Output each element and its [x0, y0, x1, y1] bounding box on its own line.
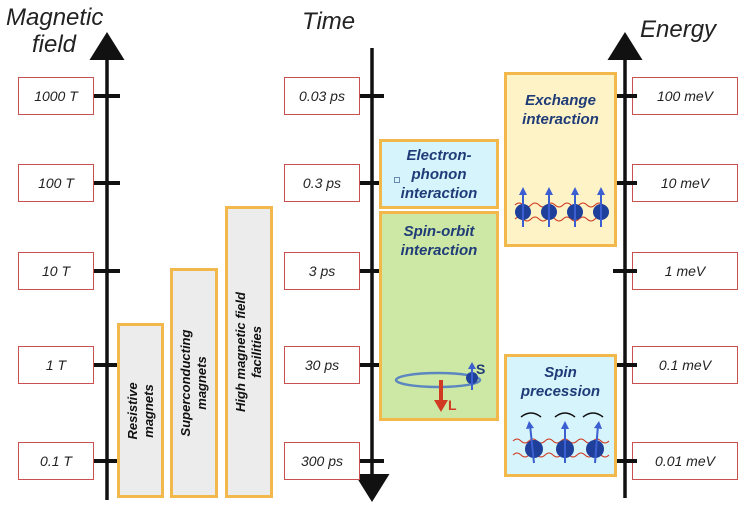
spin-precession-line1: Spin: [544, 364, 577, 381]
high-field-facilities-line1: High magnetic field: [233, 292, 248, 412]
energy-label: 100 meV: [632, 77, 738, 115]
superconducting-magnets-box: Superconducting magnets: [170, 268, 218, 498]
spin-orbit-box: Spin-orbit interaction S L: [379, 211, 499, 421]
precessing-spin-icon: [556, 421, 574, 463]
time-label: 0.03 ps: [284, 77, 360, 115]
resistive-magnets-line2: magnets: [140, 383, 156, 438]
field-label: 100 T: [18, 164, 94, 202]
small-square-icon: [394, 177, 400, 183]
field-label: 1 T: [18, 346, 94, 384]
energy-label: 0.1 meV: [632, 346, 738, 384]
time-tick: [360, 94, 384, 98]
energy-label: 10 meV: [632, 164, 738, 202]
spin-precession-line2: precession: [520, 383, 601, 400]
electron-phonon-box: Electron- phonon interaction: [379, 139, 499, 209]
field-label: 10 T: [18, 252, 94, 290]
energy-title: Energy: [640, 16, 717, 43]
field-tick: [94, 269, 120, 273]
time-label: 3 ps: [284, 252, 360, 290]
precessing-spin-icon: [586, 421, 604, 464]
time-tick: [360, 363, 384, 367]
time-tick: [360, 181, 384, 185]
energy-tick: [613, 269, 637, 273]
field-tick: [94, 94, 120, 98]
spin-orbit-line2: interaction: [400, 242, 478, 259]
resistive-magnets-label: Resistive magnets: [125, 382, 157, 439]
time-title: Time: [302, 8, 356, 35]
energy-tick: [613, 94, 637, 98]
exchange-box: Exchange interaction: [504, 72, 617, 247]
electron-phonon-line1: Electron-: [406, 147, 472, 164]
spin-up-icon: [515, 187, 531, 227]
resistive-magnets-line1: Resistive: [124, 381, 140, 440]
spin-precession-label: Spin precession: [507, 363, 614, 401]
electron-phonon-line2: phonon: [411, 166, 467, 183]
exchange-line1: Exchange: [525, 92, 596, 109]
time-label: 300 ps: [284, 442, 360, 480]
superconducting-magnets-line1: Superconducting: [178, 329, 193, 437]
time-label: 30 ps: [284, 346, 360, 384]
spin-precession-illustration: [512, 412, 610, 464]
magnetic-field-title-line1: Magnetic: [6, 4, 104, 31]
field-label: 0.1 T: [18, 442, 94, 480]
spin-up-icon: [541, 187, 557, 227]
superconducting-magnets-line2: magnets: [194, 356, 209, 410]
time-label: 0.3 ps: [284, 164, 360, 202]
resistive-magnets-box: Resistive magnets: [117, 323, 164, 498]
spin-orbit-illustration: [394, 362, 482, 412]
high-field-facilities-label: High magnetic field facilities: [233, 292, 265, 412]
electron-phonon-line3: interaction: [400, 185, 478, 202]
exchange-spins-illustration: [514, 187, 609, 227]
spin-up-icon: [593, 187, 609, 227]
field-label: 1000 T: [18, 77, 94, 115]
field-tick: [94, 459, 120, 463]
precessing-spin-icon: [525, 421, 543, 464]
energy-tick: [613, 181, 637, 185]
high-field-facilities-box: High magnetic field facilities: [225, 206, 273, 498]
spin-orbit-line1: Spin-orbit: [403, 223, 475, 240]
energy-tick: [613, 459, 637, 463]
energy-tick: [613, 363, 637, 367]
field-tick: [94, 181, 120, 185]
exchange-line2: interaction: [522, 111, 599, 128]
spin-orbit-label: Spin-orbit interaction: [382, 222, 496, 260]
energy-label: 0.01 meV: [632, 442, 738, 480]
time-tick: [360, 459, 384, 463]
magnetic-field-title: Magnetic field: [6, 4, 103, 58]
electron-phonon-label: Electron- phonon interaction: [382, 146, 496, 203]
spin-up-icon: [567, 187, 583, 227]
exchange-label: Exchange interaction: [507, 91, 614, 129]
field-tick: [94, 363, 120, 367]
magnetic-field-title-line2: field: [32, 31, 77, 58]
high-field-facilities-line2: facilities: [249, 325, 264, 379]
orbit-ring-icon: [394, 371, 482, 389]
superconducting-magnets-label: Superconducting magnets: [178, 330, 210, 437]
energy-label: 1 meV: [632, 252, 738, 290]
time-tick: [360, 269, 384, 273]
orbit-label: L: [448, 397, 457, 413]
spin-label: S: [476, 361, 486, 377]
spin-precession-box: Spin precession: [504, 354, 617, 477]
